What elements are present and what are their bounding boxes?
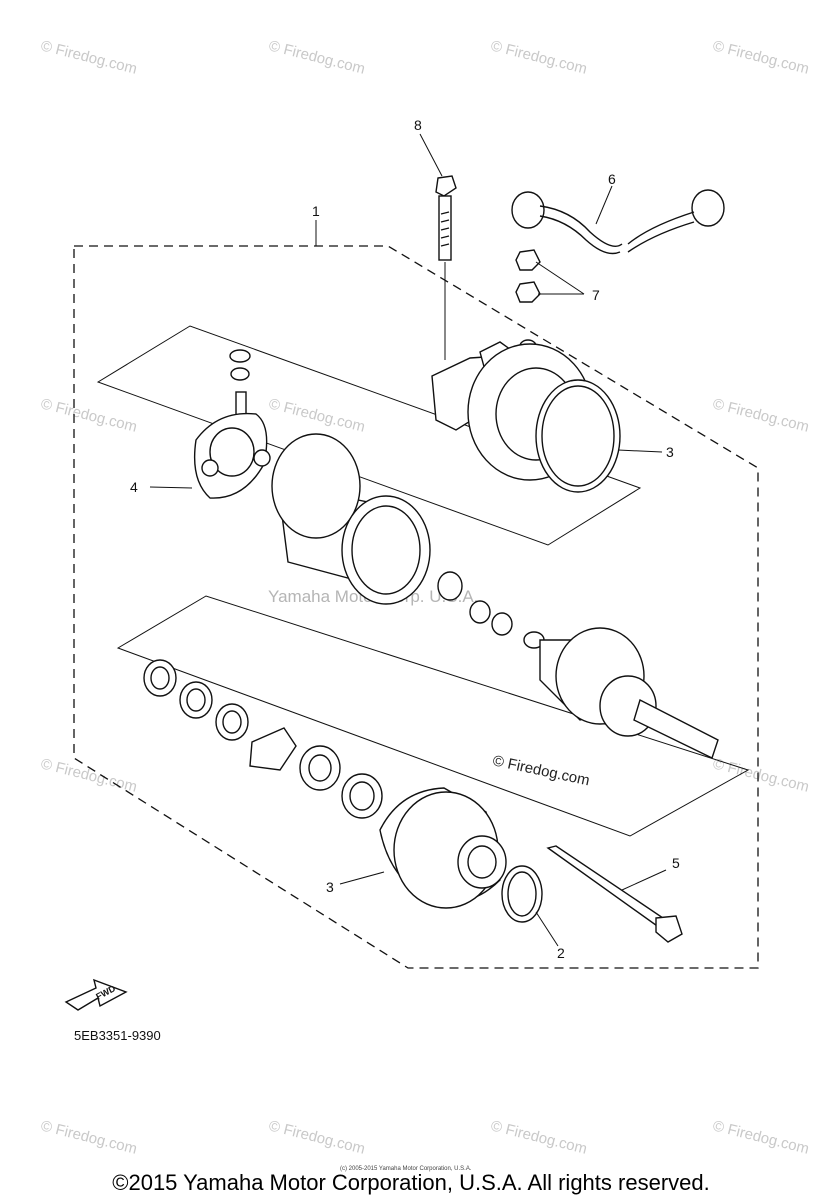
small-copyright: (c) 2005-2015 Yamaha Motor Corporation, … [340, 1166, 472, 1172]
watermark: © Firedog.com [39, 755, 139, 795]
bushing-washers [437, 571, 513, 636]
callout-8: 8 [414, 117, 422, 133]
leader-part-6 [595, 185, 613, 225]
yoke-housing [271, 433, 431, 605]
upper-subgroup-frame [96, 325, 642, 546]
nuts-part-7 [515, 249, 585, 303]
lead-wire-part-6 [511, 189, 725, 255]
front-cover-part-3 [339, 787, 507, 909]
watermark: © Firedog.com [489, 1117, 589, 1157]
assembly-outline [73, 245, 759, 969]
lower-washers [143, 659, 383, 819]
callout-3-lower: 3 [326, 879, 334, 895]
leader-part-8 [419, 133, 443, 177]
fwd-arrow-icon: FWD [64, 978, 128, 1011]
watermark: © Firedog.com [711, 37, 811, 77]
watermark: © Firedog.com [267, 1117, 367, 1157]
callout-7: 7 [592, 287, 600, 303]
watermark: © Firedog.com [39, 1117, 139, 1157]
o-ring-part-2 [501, 865, 559, 947]
rear-cover-part-3 [431, 339, 663, 493]
brush-holder-part-4 [149, 349, 271, 499]
armature [523, 627, 719, 759]
watermark: © Firedog.com [267, 395, 367, 435]
watermark: © Firedog.com [39, 37, 139, 77]
callout-3-upper: 3 [666, 444, 674, 460]
watermark: © Firedog.com [711, 395, 811, 435]
through-bolt-part-5 [546, 845, 683, 943]
watermark: © Firedog.com [489, 37, 589, 77]
callout-1: 1 [312, 203, 320, 219]
watermark: © Firedog.com [711, 755, 811, 795]
callout-5: 5 [672, 855, 680, 871]
watermark: © Firedog.com [267, 37, 367, 77]
watermark-inline: © Firedog.com [491, 752, 591, 789]
callout-4: 4 [130, 479, 138, 495]
callout-6: 6 [608, 171, 616, 187]
watermark: © Firedog.com [39, 395, 139, 435]
footer-copyright: ©2015 Yamaha Motor Corporation, U.S.A. A… [112, 1170, 709, 1195]
diagram-part-code: 5EB3351-9390 [74, 1028, 161, 1043]
lower-subgroup-frame [116, 595, 750, 837]
watermark: © Firedog.com [711, 1117, 811, 1157]
callout-2: 2 [557, 945, 565, 961]
bolt-part-8 [435, 175, 457, 360]
